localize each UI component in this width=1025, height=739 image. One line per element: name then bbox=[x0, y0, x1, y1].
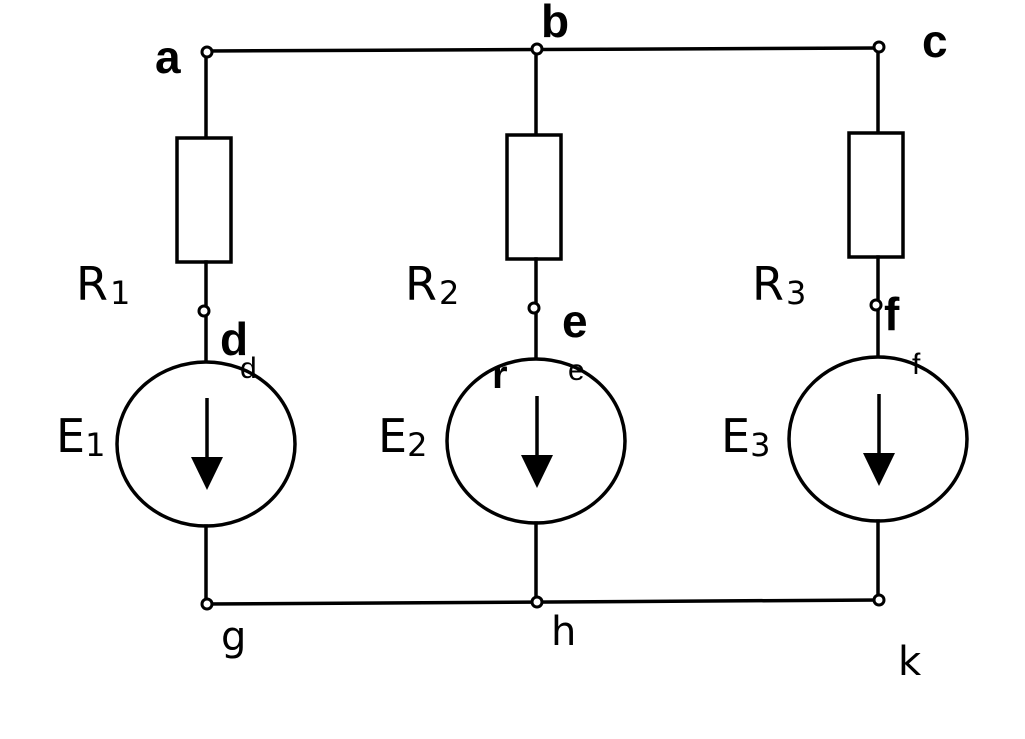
label-node-e: e bbox=[562, 295, 588, 347]
ghost-label-r: r bbox=[492, 353, 508, 397]
label-e1: E1 bbox=[56, 409, 105, 464]
node-e bbox=[527, 301, 541, 315]
label-r3: R3 bbox=[752, 257, 806, 312]
node-k bbox=[872, 593, 886, 607]
label-node-b: b bbox=[541, 0, 569, 47]
label-r2: R2 bbox=[405, 257, 459, 312]
label-node-f: f bbox=[884, 288, 900, 340]
label-node-h: h bbox=[551, 609, 576, 655]
branch-3 bbox=[787, 46, 969, 602]
label-node-a: a bbox=[155, 31, 181, 83]
node-h bbox=[530, 595, 544, 609]
node-b bbox=[530, 42, 544, 56]
label-e3: E3 bbox=[721, 409, 770, 464]
arrow-down-icon bbox=[521, 455, 553, 488]
ghost-label-f: f bbox=[912, 348, 921, 381]
branch-2 bbox=[445, 47, 627, 604]
ghost-label-e: e bbox=[568, 354, 585, 387]
arrow-down-icon bbox=[863, 453, 895, 486]
resistor-r2 bbox=[505, 133, 563, 261]
node-c bbox=[872, 40, 886, 54]
resistor-r3 bbox=[847, 131, 905, 259]
label-node-c: c bbox=[922, 15, 948, 67]
node-a bbox=[200, 45, 214, 59]
branch-1 bbox=[115, 49, 297, 606]
resistor-r1 bbox=[175, 136, 233, 264]
label-r1: R1 bbox=[76, 257, 130, 312]
ghost-label-d: d bbox=[240, 352, 257, 385]
label-e2: E2 bbox=[378, 409, 427, 464]
label-node-k: k bbox=[898, 639, 922, 685]
label-node-d: d bbox=[220, 313, 248, 365]
label-node-g: g bbox=[221, 614, 246, 660]
node-f bbox=[869, 298, 883, 312]
node-d bbox=[197, 304, 211, 318]
node-g bbox=[200, 597, 214, 611]
arrow-down-icon bbox=[191, 457, 223, 490]
